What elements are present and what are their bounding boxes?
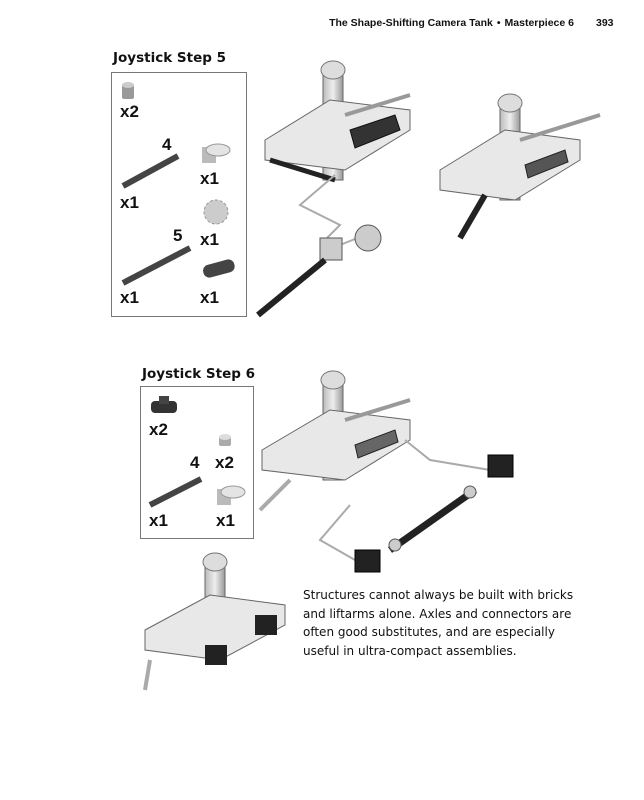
cross-connector-icon	[151, 396, 177, 413]
step5-assembly-illustration	[256, 60, 411, 318]
part-qty: x2	[120, 102, 139, 121]
part-qty: x1	[200, 230, 219, 249]
part-qty: x1	[120, 193, 139, 212]
part-qty: x2	[149, 420, 168, 439]
liftarm-icon	[203, 259, 235, 278]
step6-parts-box: x2 4 x2 x1 x1	[140, 386, 254, 539]
book-title: The Shape-Shifting Camera Tank	[329, 17, 493, 29]
step5-title: Joystick Step 5	[113, 50, 226, 66]
part-qty: x1	[216, 511, 235, 530]
header-bullet: •	[496, 17, 501, 29]
body-line: Structures cannot always be built with b…	[303, 588, 574, 602]
step5-result-illustration	[439, 93, 601, 240]
body-line: often good substitutes, and are especial…	[303, 625, 555, 639]
axle-length: 4	[190, 453, 200, 472]
axle-icon	[121, 153, 180, 189]
part-qty: x1	[149, 511, 168, 530]
part-qty: x2	[215, 453, 234, 472]
axle-pin-connector-icon	[217, 485, 246, 505]
axle-pin-connector-icon	[202, 143, 231, 163]
chapter-label: Masterpiece 6	[504, 17, 574, 29]
step5-parts-box: x2 4 x1 x1 5 x1 x1 x1	[111, 72, 247, 317]
running-header: The Shape-Shifting Camera Tank • Masterp…	[329, 17, 574, 29]
part-qty: x1	[120, 288, 139, 307]
step6-assembly-illustration	[258, 370, 514, 573]
step6-title: Joystick Step 6	[142, 366, 255, 382]
part-qty: x1	[200, 169, 219, 188]
axle-length: 5	[173, 226, 183, 245]
page-number: 393	[596, 17, 614, 29]
axle-length: 4	[162, 135, 172, 154]
body-line: and liftarms alone. Axles and connectors…	[303, 606, 572, 621]
bush-icon	[122, 82, 134, 99]
axle-icon	[121, 245, 192, 286]
step6-result-illustration	[143, 552, 286, 691]
gear-icon	[203, 199, 229, 225]
part-qty: x1	[200, 288, 219, 307]
bush-icon	[219, 434, 231, 446]
body-paragraph: Structures cannot always be built with b…	[303, 586, 603, 660]
body-line: useful in ultra-compact assemblies.	[303, 643, 517, 658]
axle-icon	[148, 476, 203, 508]
